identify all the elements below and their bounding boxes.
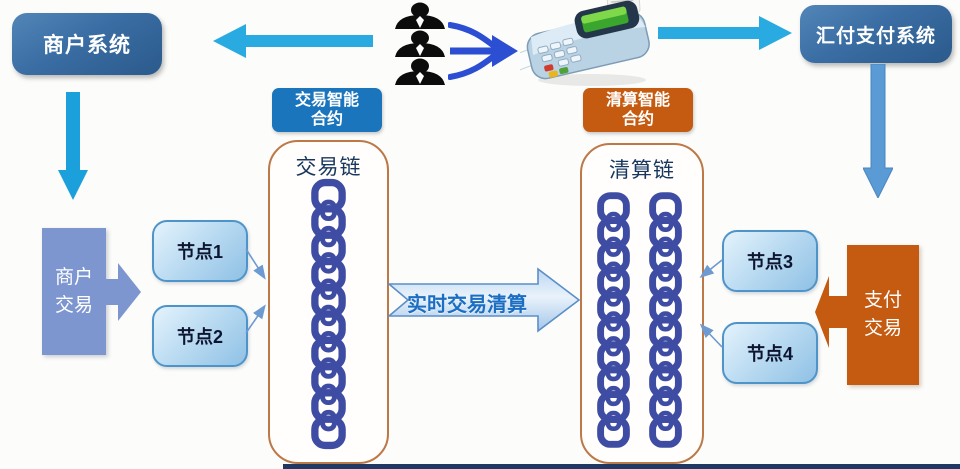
node3-box: 节点3 <box>722 230 818 292</box>
node1-box: 节点1 <box>152 220 248 282</box>
transaction-contract-text: 交易智能合约 <box>294 91 359 128</box>
merchant-system-label: 商户系统 <box>43 34 131 57</box>
node1-label: 节点1 <box>176 242 223 262</box>
clearing-chain-title: 清算链 <box>609 159 675 182</box>
merchant-transaction-label: 商户交易 <box>54 266 93 316</box>
realtime-clearing-arrow <box>386 267 581 333</box>
arrow-to-merchant-system <box>213 24 373 58</box>
clearing-chain-strand-2-icon <box>649 192 682 448</box>
payment-transaction-box: 支付交易 <box>847 245 919 385</box>
clearing-contract-label: 清算智能合约 <box>583 88 693 132</box>
node2-label: 节点2 <box>176 327 223 347</box>
transaction-chain-container: 交易链 <box>268 140 389 464</box>
converge-arrow-icon <box>448 22 518 80</box>
payment-transaction-arrow <box>815 276 847 348</box>
transaction-chain-title: 交易链 <box>295 156 362 179</box>
node2-box: 节点2 <box>152 305 248 367</box>
arrow-to-huifu-system <box>658 16 792 50</box>
bottom-bar <box>283 464 960 469</box>
node4-label: 节点4 <box>746 344 793 364</box>
clearing-contract-text: 清算智能合约 <box>605 91 670 128</box>
node3-label: 节点3 <box>746 252 793 272</box>
merchant-down-arrow <box>58 92 88 200</box>
payment-transaction-label: 支付交易 <box>863 290 902 339</box>
users-icon <box>395 2 445 85</box>
clearing-chain-strand-1-icon <box>597 192 630 448</box>
transaction-chain-icon <box>311 178 346 450</box>
huifu-down-arrow <box>863 64 893 198</box>
merchant-transaction-box: 商户交易 <box>42 228 106 355</box>
clearing-chain-container: 清算链 <box>580 143 704 464</box>
huifu-payment-system-box: 汇付支付系统 <box>800 5 952 63</box>
pos-terminal-icon <box>520 0 650 86</box>
node4-box: 节点4 <box>722 322 818 384</box>
transaction-contract-label: 交易智能合约 <box>272 88 382 132</box>
huifu-payment-system-label: 汇付支付系统 <box>815 25 936 47</box>
merchant-system-box: 商户系统 <box>12 13 162 75</box>
merchant-transaction-arrow <box>105 263 141 321</box>
realtime-clearing-label: 实时交易清算 <box>407 294 527 316</box>
